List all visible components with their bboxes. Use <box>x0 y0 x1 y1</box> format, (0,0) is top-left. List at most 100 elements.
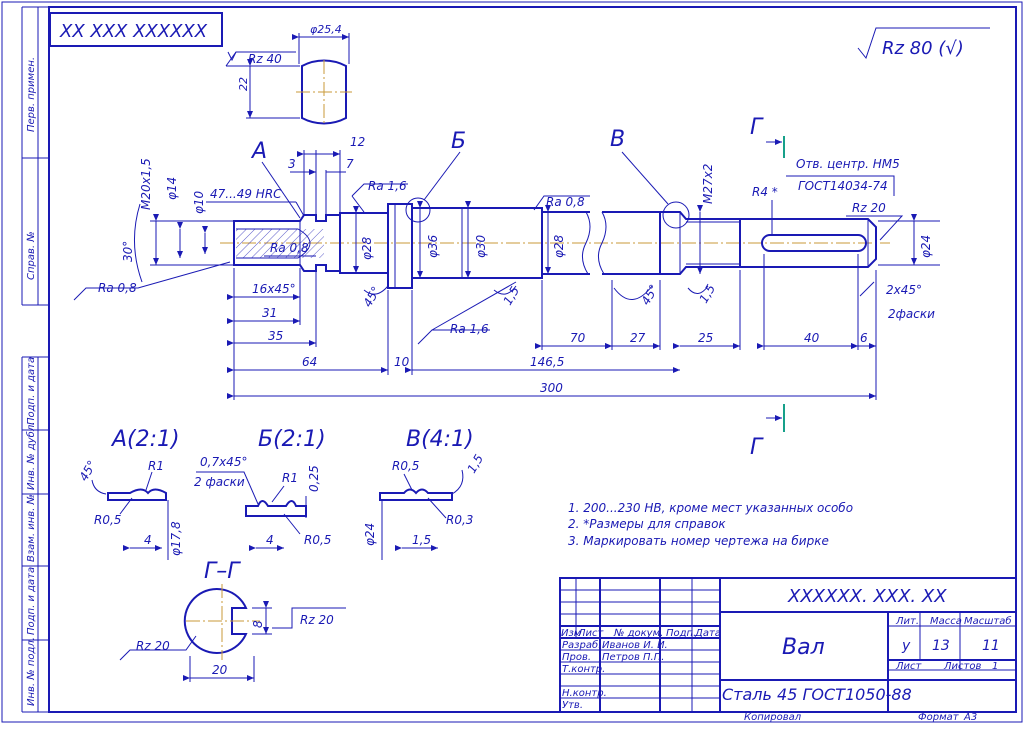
side-label-6: Подп. и дата <box>26 567 37 635</box>
detail-b-r1: R1 <box>282 471 298 485</box>
col-izm: Изм <box>561 628 582 639</box>
detail-v-title: В(4:1) <box>406 427 474 452</box>
sheets-label: Листов <box>943 661 981 672</box>
detail-v-w15: 1,5 <box>412 533 431 547</box>
note-3: 3. Маркировать номер чертежа на бирке <box>568 534 829 548</box>
scale-value: 11 <box>982 638 1000 654</box>
view-markers: А Б В Г Г <box>250 115 785 460</box>
dim-d14: φ14 <box>165 177 179 200</box>
dim-300: 300 <box>540 381 563 395</box>
dim-12: 12 <box>350 135 365 149</box>
dim-m27: M27x2 <box>701 164 715 204</box>
note-1: 1. 200...230 HB, кроме мест указанных ос… <box>568 501 853 515</box>
copied-label: Копировал <box>744 712 802 723</box>
title-name: Вал <box>782 635 825 660</box>
detail-b-chamfer: 0,7x45° <box>200 455 247 469</box>
dim-chamfer16: 16x45° <box>252 282 296 296</box>
dim-d28: φ28 <box>360 236 374 260</box>
ra-16-b: Ra 1,6 <box>450 322 489 336</box>
view-b-label: Б <box>451 129 466 154</box>
row-role-6: Утв. <box>562 700 583 711</box>
side-label-2: Справ. № <box>26 231 37 280</box>
angle-15-a: 1,5 <box>500 284 522 308</box>
detail-v-r05: R0,5 <box>392 459 419 473</box>
section-g-rz20a: Rz 20 <box>300 613 334 627</box>
section-g-8: 8 <box>251 620 265 628</box>
lit-label: Лит. <box>895 616 919 627</box>
dim-30deg: 30° <box>121 241 135 262</box>
sheet-label: Лист <box>895 661 923 672</box>
roughness-general: Rz 80 (√) <box>857 27 990 60</box>
lit-value: у <box>901 638 911 654</box>
title-code: XXXXXX. XXX. XX <box>787 586 947 607</box>
cut-g-top-label: Г <box>750 115 764 140</box>
title-block: Изм Лист № докум. Подп. Дата Разраб. Ива… <box>559 577 1017 723</box>
section-top-rz: Rz 40 <box>248 52 282 66</box>
shaft-main-view <box>220 197 890 289</box>
technical-notes: 1. 200...230 HB, кроме мест указанных ос… <box>568 501 853 548</box>
row-role-2: Пров. <box>562 652 591 663</box>
dim-d28b: φ28 <box>552 234 566 258</box>
dim-hrc: 47...49 HRC <box>210 187 282 201</box>
dim-25: 25 <box>698 331 713 345</box>
dim-27: 27 <box>630 331 646 345</box>
dim-d36: φ36 <box>426 234 440 258</box>
ra-08-c: Ra 0,8 <box>546 195 585 209</box>
dim-2x45: 2x45° <box>886 283 922 297</box>
dim-2faski: 2фаски <box>888 307 935 321</box>
angle-15-b: 1,5 <box>696 282 718 306</box>
angle-45-b: 45° <box>638 282 661 307</box>
detail-b-4: 4 <box>266 533 274 547</box>
dim-d30: φ30 <box>474 234 488 258</box>
note-2: 2. *Размеры для справок <box>568 517 726 531</box>
side-label-5: Взам. инв. № <box>26 494 37 562</box>
section-top-width: 22 <box>237 77 250 91</box>
section-g: Г–Г 8 Rz 20 Rz 20 20 <box>119 559 346 682</box>
side-labels: Перв. примен. Справ. № Подп. и дата Инв.… <box>25 57 37 706</box>
detail-v-d24: φ24 <box>363 523 377 546</box>
format-label: Формат <box>918 712 960 723</box>
dim-3: 3 <box>288 157 296 171</box>
col-data: Дата <box>694 628 721 639</box>
view-v-label: В <box>610 127 625 152</box>
detail-b-025: 0,25 <box>307 465 321 492</box>
side-label-1: Перв. примен. <box>26 57 37 132</box>
scale-label: Масштаб <box>964 615 1012 627</box>
detail-a-d178: φ17,8 <box>169 521 183 556</box>
row-role-5: Н.контр. <box>562 688 607 699</box>
section-g-title: Г–Г <box>204 559 241 584</box>
detail-a-4: 4 <box>144 533 152 547</box>
ra-08-a: Ra 0,8 <box>270 241 309 255</box>
side-label-3: Подп. и дата <box>26 357 37 425</box>
detail-a-45: 45° <box>76 458 99 483</box>
dim-35: 35 <box>268 329 283 343</box>
detail-b-r05: R0,5 <box>304 533 331 547</box>
row-person-1: Иванов И. И. <box>602 640 668 651</box>
dim-m20: M20x1,5 <box>139 158 153 210</box>
angle-45-a: 45° <box>360 284 383 309</box>
dim-10b: 10 <box>394 355 410 369</box>
detail-v-15: 1,5 <box>464 452 486 476</box>
mass-value: 13 <box>932 638 950 654</box>
mass-label: Масса <box>930 616 962 627</box>
rz-20-main: Rz 20 <box>852 201 886 215</box>
col-list: Лист <box>577 628 605 639</box>
row-person-2: Петров П.П. <box>602 652 664 663</box>
code-box-top: XX XXX XXXXXX <box>49 12 223 47</box>
section-g-rz20b: Rz 20 <box>136 639 170 653</box>
detail-a-r05: R0,5 <box>94 513 121 527</box>
detail-a-r1: R1 <box>148 459 164 473</box>
section-g-20: 20 <box>212 663 228 677</box>
detail-b-faski: 2 фаски <box>194 475 245 489</box>
sheets-value: 1 <box>992 661 998 672</box>
detail-b-title: Б(2:1) <box>258 427 326 452</box>
detail-v: В(4:1) R0,5 1,5 φ24 R0,3 1,5 <box>363 427 486 560</box>
dim-70: 70 <box>570 331 586 345</box>
code-top-text: XX XXX XXXXXX <box>59 21 208 42</box>
cut-g-bottom-label: Г <box>750 435 764 460</box>
dim-6: 6 <box>860 331 868 345</box>
section-top-dia: φ25,4 <box>310 23 342 36</box>
col-doc: № докум. <box>613 628 663 639</box>
